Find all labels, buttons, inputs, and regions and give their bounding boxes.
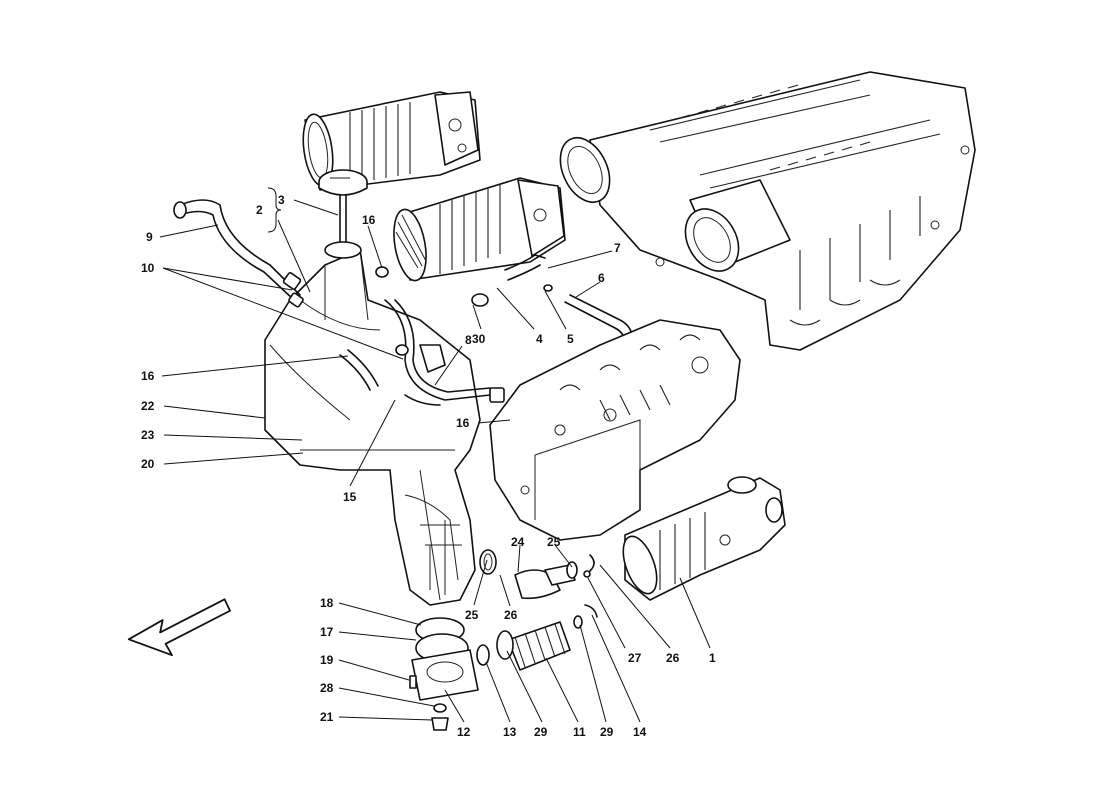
suction-bellows [496, 604, 598, 671]
callout-30: 30 [472, 332, 486, 346]
oil-pump [622, 476, 786, 601]
upper-throttle-body [302, 91, 481, 191]
leader-lines [159, 187, 711, 723]
callout-20: 20 [141, 457, 155, 471]
callout-27: 27 [628, 651, 642, 665]
callout-10: 10 [141, 261, 155, 275]
callout-labels: 2 3 9 10 16 7 6 30 4 5 8 16 22 23 20 16 … [141, 193, 716, 739]
callout-25-right: 25 [547, 535, 561, 549]
intake-manifold [559, 71, 976, 351]
callout-24: 24 [511, 535, 525, 549]
sump-flange [409, 617, 490, 731]
callout-4: 4 [536, 332, 543, 346]
front-direction-arrow [127, 598, 231, 657]
callout-8: 8 [465, 333, 472, 347]
callout-9: 9 [146, 230, 153, 244]
callout-19: 19 [320, 653, 334, 667]
callout-29-left: 29 [534, 725, 548, 739]
oil-filler-cap [318, 169, 368, 246]
callout-16-left: 16 [141, 369, 155, 383]
callout-22: 22 [141, 399, 155, 413]
callout-21: 21 [320, 710, 334, 724]
oil-tank [264, 241, 481, 606]
callout-6: 6 [598, 271, 605, 285]
callout-25-left: 25 [465, 608, 479, 622]
callout-16-center: 16 [456, 416, 470, 430]
callout-1: 1 [709, 651, 716, 665]
callout-18: 18 [320, 596, 334, 610]
callout-14: 14 [633, 725, 647, 739]
breather-pipe [173, 199, 304, 308]
callout-23: 23 [141, 428, 155, 442]
callout-3: 3 [278, 193, 285, 207]
callout-2: 2 [256, 203, 263, 217]
callout-13: 13 [503, 725, 517, 739]
callout-17: 17 [320, 625, 334, 639]
callout-7: 7 [614, 241, 621, 255]
callout-26-left: 26 [504, 608, 518, 622]
engine-block [489, 319, 741, 541]
callout-11: 11 [573, 725, 586, 739]
lower-throttle-body [393, 177, 566, 282]
callout-28: 28 [320, 681, 334, 695]
callout-15: 15 [343, 490, 357, 504]
callout-12: 12 [457, 725, 471, 739]
callout-26-right: 26 [666, 651, 680, 665]
callout-16-upper: 16 [362, 213, 376, 227]
callout-5: 5 [567, 332, 574, 346]
callout-29-right: 29 [600, 725, 614, 739]
pipe-fittings [479, 549, 595, 600]
